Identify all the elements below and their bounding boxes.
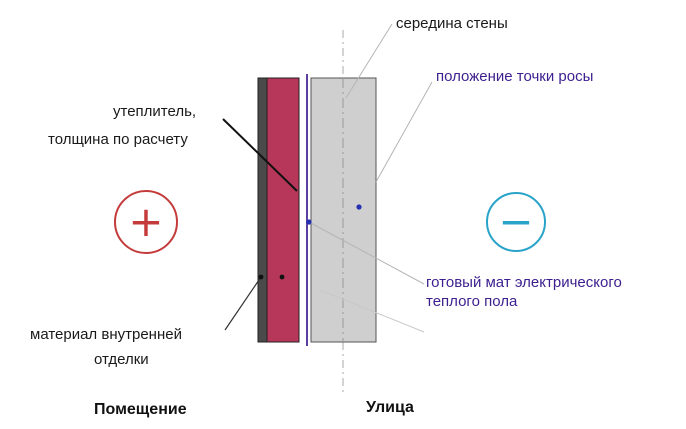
leader-heating-mat xyxy=(308,221,425,285)
label-finish-line2: отделки xyxy=(94,351,149,368)
leader-wall-middle xyxy=(345,23,393,99)
minus-sign: − xyxy=(498,197,533,246)
heating-mat-dot xyxy=(306,219,312,225)
label-wall-middle: середина стены xyxy=(396,15,508,32)
insulation-dot xyxy=(279,274,285,280)
label-outdoor: Улица xyxy=(366,399,414,416)
label-insulation-line1: утеплитель, xyxy=(113,103,197,120)
finish-layer xyxy=(257,77,268,343)
label-dew-point: положение точки росы xyxy=(436,68,594,85)
leader-finish xyxy=(224,276,262,331)
label-insulation-line2: толщина по расчету xyxy=(48,131,188,148)
finish-dot xyxy=(258,274,264,280)
leader-dew-point xyxy=(375,81,433,183)
label-heating-mat-line1: готовый мат электрического xyxy=(426,274,622,291)
label-finish-line1: материал внутренней xyxy=(30,326,182,343)
label-heating-mat-line2: теплого пола xyxy=(426,293,518,310)
label-indoor: Помещение xyxy=(94,401,187,418)
leader-insulation xyxy=(222,118,298,192)
plus-sign: + xyxy=(128,197,163,246)
plus-circle-icon xyxy=(114,190,178,254)
leader-heating-mat-2 xyxy=(319,289,425,333)
dew-point-dot xyxy=(356,204,362,210)
minus-circle-icon xyxy=(486,192,546,252)
insulation-layer xyxy=(266,77,300,343)
